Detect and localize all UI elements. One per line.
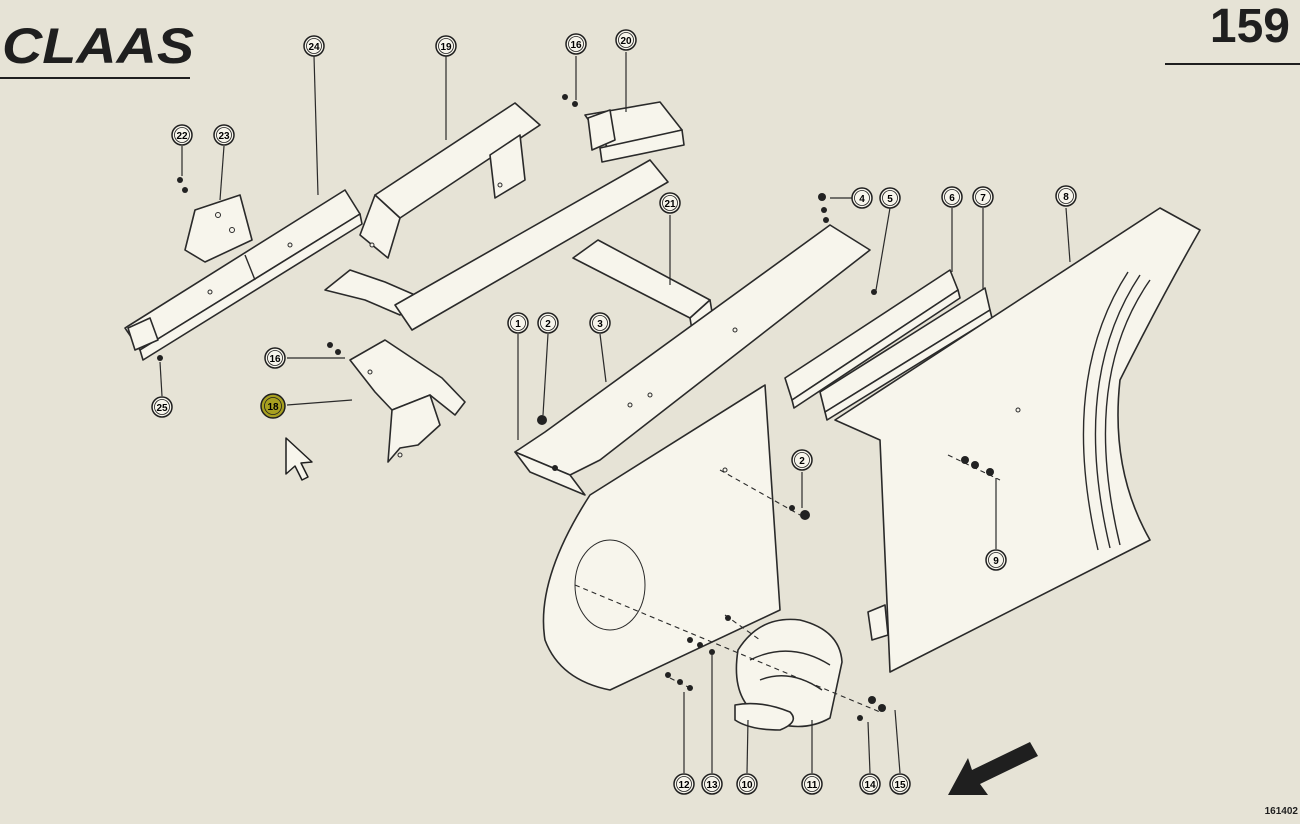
brand-header: CLAAS (0, 18, 194, 79)
callout-label: 18 (267, 402, 279, 413)
callout-label: 13 (706, 780, 718, 791)
callout-13[interactable]: 13 (701, 773, 723, 795)
callout-label: 14 (864, 780, 876, 791)
callout-15[interactable]: 15 (889, 773, 911, 795)
leader-lines (159, 52, 1071, 774)
callout-label: 24 (308, 42, 320, 53)
callout-11[interactable]: 11 (801, 773, 823, 795)
callout-label: 2 (545, 319, 551, 330)
callout-label: 22 (176, 131, 188, 142)
part-6-rail (784, 269, 961, 409)
callout-label: 23 (218, 131, 230, 142)
callout-label: 9 (993, 556, 999, 567)
callout-label: 4 (859, 194, 865, 205)
callout-5[interactable]: 5 (879, 187, 901, 209)
callout-12[interactable]: 12 (673, 773, 695, 795)
callout-label: 5 (887, 194, 893, 205)
diagram-code: 161402 (1265, 806, 1299, 817)
callout-label: 25 (156, 403, 168, 414)
mouse-pointer-icon (285, 437, 313, 481)
callout-2-lower[interactable]: 2 (791, 449, 813, 471)
callout-7[interactable]: 7 (972, 186, 994, 208)
part-1-side-panel (542, 384, 781, 691)
callout-23[interactable]: 23 (213, 124, 235, 146)
part-20-frame (562, 94, 685, 163)
part-10-plate (734, 702, 795, 731)
callout-label: 20 (620, 36, 632, 47)
callout-24[interactable]: 24 (303, 35, 325, 57)
callout-label: 12 (678, 780, 690, 791)
callout-25[interactable]: 25 (151, 396, 173, 418)
callout-label: 7 (980, 193, 986, 204)
callout-label: 15 (894, 780, 906, 791)
part-24-rail (124, 189, 363, 361)
brand-logo: CLAAS (2, 18, 194, 74)
callout-label: 6 (949, 193, 955, 204)
page-number-block: 159 (1165, 0, 1300, 65)
callout-2-upper[interactable]: 2 (537, 312, 559, 334)
callout-label: 10 (741, 780, 753, 791)
callout-21[interactable]: 21 (659, 192, 681, 214)
callout-1[interactable]: 1 (507, 312, 529, 334)
part-23-plate (177, 177, 253, 263)
direction-arrow-icon (948, 742, 1038, 795)
callout-3[interactable]: 3 (589, 312, 611, 334)
callout-label: 8 (1063, 192, 1069, 203)
callout-10[interactable]: 10 (736, 773, 758, 795)
part-11-cone (735, 618, 843, 728)
callout-4[interactable]: 4 (851, 187, 873, 209)
hardware-bolts (157, 193, 994, 721)
callout-label: 3 (597, 319, 603, 330)
callout-19[interactable]: 19 (435, 35, 457, 57)
part-8-panel (834, 207, 1201, 673)
callout-8[interactable]: 8 (1055, 185, 1077, 207)
part-19-bracket (324, 102, 669, 331)
callout-22[interactable]: 22 (171, 124, 193, 146)
callout-label: 1 (515, 319, 521, 330)
callout-6[interactable]: 6 (941, 186, 963, 208)
part-18-bracket (327, 339, 466, 463)
callout-20[interactable]: 20 (615, 29, 637, 51)
callout-label: 19 (440, 42, 452, 53)
callout-9[interactable]: 9 (985, 549, 1007, 571)
callout-16-left[interactable]: 16 (264, 347, 286, 369)
callout-14[interactable]: 14 (859, 773, 881, 795)
callout-label: 2 (799, 456, 805, 467)
page-number: 159 (1210, 0, 1290, 53)
callout-label: 16 (269, 354, 281, 365)
callout-16-top[interactable]: 16 (565, 33, 587, 55)
callout-label: 21 (664, 199, 676, 210)
callout-label: 16 (570, 40, 582, 51)
callout-label: 11 (807, 780, 818, 791)
part-3-base-plate (514, 224, 871, 496)
callout-18[interactable]: 18 (260, 393, 286, 419)
